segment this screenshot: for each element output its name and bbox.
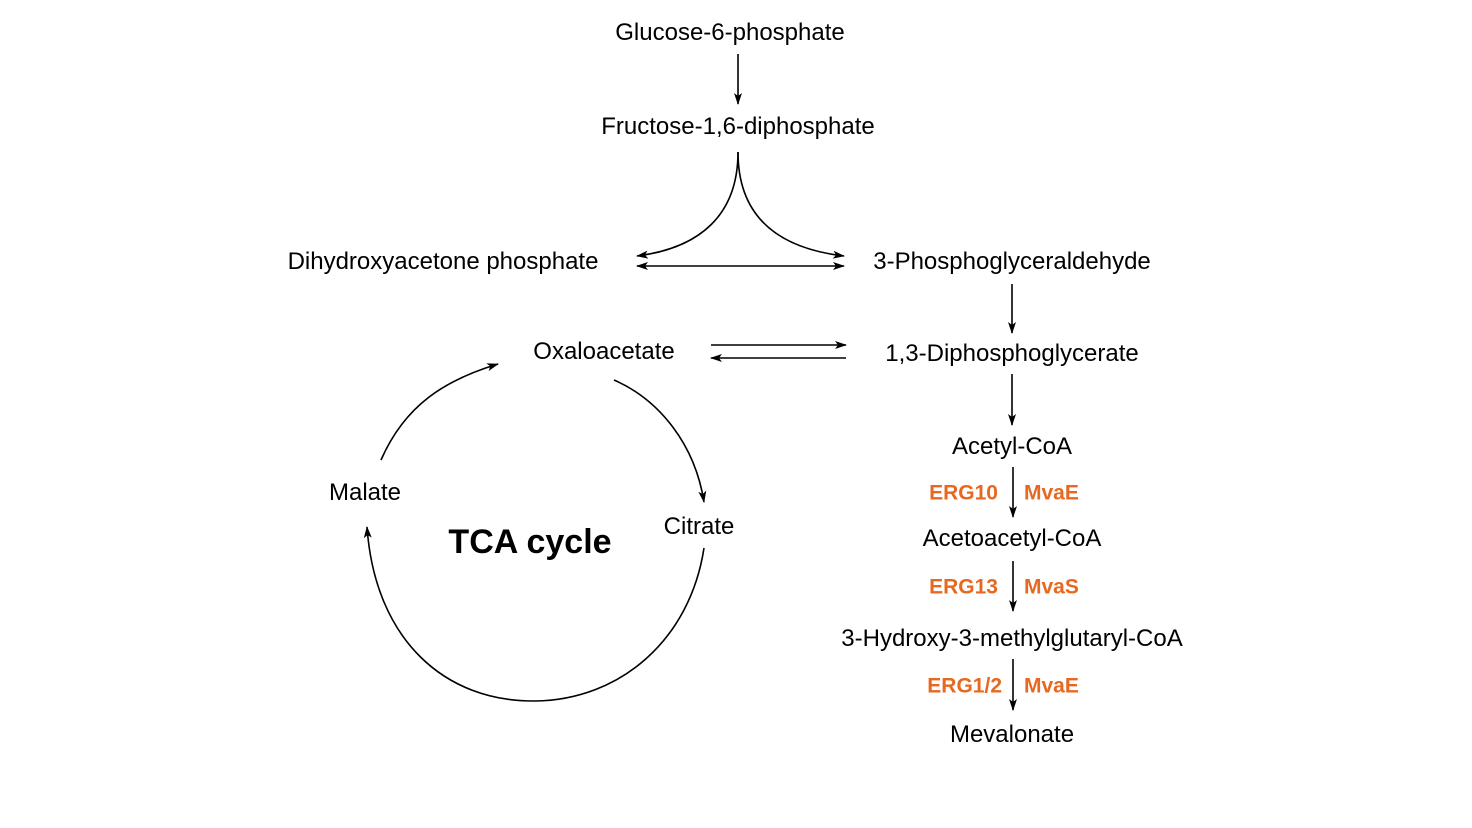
metabolite-citrate: Citrate xyxy=(663,513,735,540)
arrow-citrate-to-malate xyxy=(363,526,705,702)
metabolite-fructose-1-6-diphosphate: Fructose-1,6-diphosphate xyxy=(601,113,875,140)
metabolite-acetyl-coa: Acetyl-CoA xyxy=(951,433,1073,460)
enzyme-mvae-2: MvaE xyxy=(1024,674,1079,698)
metabolite-3-phosphoglyceraldehyde: 3-Phosphoglyceraldehyde xyxy=(873,248,1151,275)
metabolite-1-3-diphosphoglycerate: 1,3-Diphosphoglycerate xyxy=(885,340,1139,367)
enzyme-mvas: MvaS xyxy=(1024,575,1079,599)
arrow-f16dp-to-dhap xyxy=(636,151,739,259)
enzyme-erg10: ERG10 xyxy=(929,481,998,505)
enzyme-erg1-2: ERG1/2 xyxy=(927,674,1002,698)
arrow-f16dp-to-g3p xyxy=(737,151,845,259)
metabolite-hmg-coa: 3-Hydroxy-3-methylglutaryl-CoA xyxy=(841,625,1183,652)
metabolite-dihydroxyacetone-phosphate: Dihydroxyacetone phosphate xyxy=(287,248,599,275)
enzyme-mvae-1: MvaE xyxy=(1024,481,1079,505)
metabolite-mevalonate: Mevalonate xyxy=(949,721,1075,748)
enzyme-erg13: ERG13 xyxy=(929,575,998,599)
tca-cycle-title: TCA cycle xyxy=(448,523,612,561)
arrow-oaa-to-citrate xyxy=(613,379,707,503)
metabolite-oxaloacetate: Oxaloacetate xyxy=(533,338,675,365)
arrow-malate-to-oaa xyxy=(380,363,499,461)
metabolite-malate: Malate xyxy=(328,479,402,506)
metabolite-glucose-6-phosphate: Glucose-6-phosphate xyxy=(615,19,845,46)
metabolite-acetoacetyl-coa: Acetoacetyl-CoA xyxy=(922,525,1102,552)
